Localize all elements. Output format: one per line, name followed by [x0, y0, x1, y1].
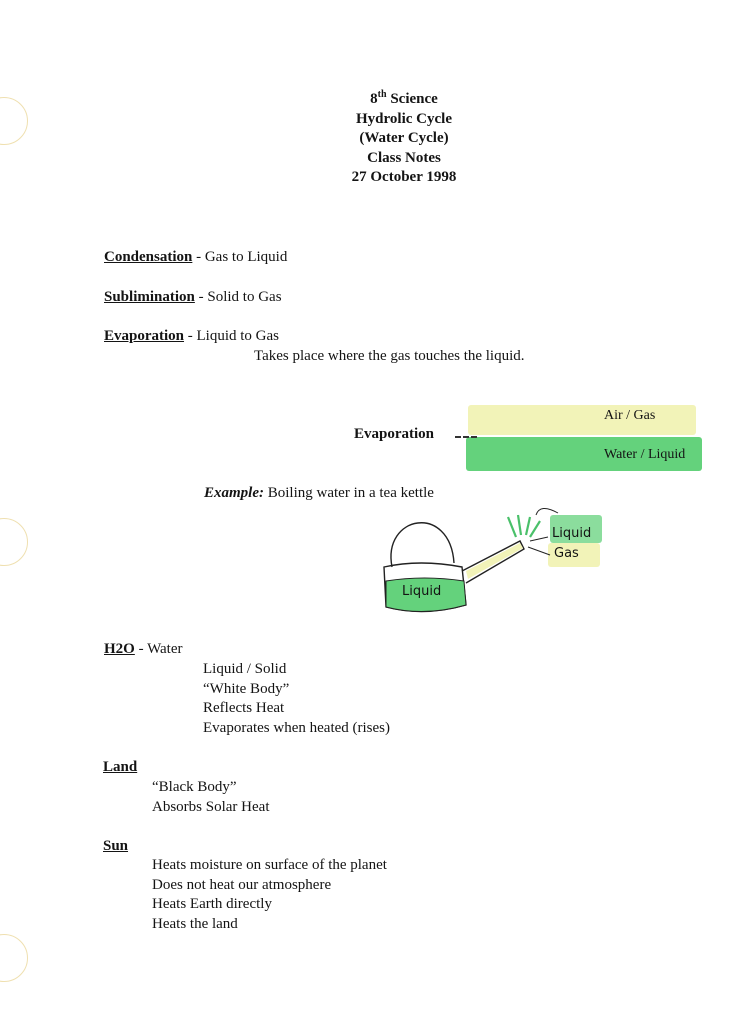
document-date: 27 October 1998	[351, 169, 457, 185]
gas-highlight	[548, 543, 600, 567]
h2o-list: Liquid / Solid “White Body” Reflects Hea…	[203, 660, 390, 738]
list-item: “Black Body”	[152, 779, 237, 795]
definition-evaporation: Evaporation - Liquid to Gas	[104, 328, 280, 344]
list-item: Liquid / Solid	[203, 661, 287, 677]
kettle-handle	[390, 522, 455, 568]
land-list: “Black Body” Absorbs Solar Heat	[152, 778, 269, 817]
document-title: Hydrolic Cycle	[356, 110, 452, 127]
list-item: Does not heat our atmosphere	[152, 876, 332, 893]
list-item: Heats Earth directly	[152, 896, 272, 912]
water-liquid-label: Water / Liquid	[604, 447, 686, 462]
liquid-highlight	[550, 515, 602, 543]
definition-sublimination: Sublimination - Solid to Gas	[104, 289, 282, 305]
list-item: “White Body”	[203, 680, 290, 697]
evaporation-note: Takes place where the gas touches the li…	[254, 348, 525, 364]
steam-stroke	[516, 514, 523, 536]
evaporation-dashes	[455, 436, 477, 438]
arrow-to-liquid	[529, 536, 549, 542]
steam-stroke	[506, 516, 518, 538]
sun-heading: Sun	[103, 838, 129, 854]
grade-line: 8th Science	[370, 89, 438, 108]
example-line: Example: Boiling water in a tea kettle	[204, 485, 434, 501]
punch-hole-bottom	[0, 934, 28, 982]
evaporation-label: Evaporation	[354, 426, 435, 442]
list-item: Reflects Heat	[203, 700, 285, 716]
list-item: Heats the land	[152, 915, 238, 932]
steam-stroke	[529, 520, 541, 538]
steam-gas-label: Gas	[554, 546, 579, 561]
spout-fill	[466, 543, 523, 579]
tea-kettle-drawing	[383, 508, 602, 613]
list-item: Evaporates when heated (rises)	[203, 719, 391, 736]
list-item: Heats moisture on surface of the planet	[152, 857, 387, 873]
land-heading: Land	[103, 759, 138, 775]
air-gas-label: Air / Gas	[604, 408, 656, 423]
list-item: Absorbs Solar Heat	[152, 798, 270, 815]
document-subtitle: (Water Cycle)	[359, 130, 449, 146]
punch-hole-top	[0, 97, 28, 145]
water-liquid-band	[466, 437, 702, 471]
arrow-curve	[535, 508, 559, 516]
kettle-liquid-label: Liquid	[402, 584, 442, 599]
kettle-liquid-fill	[385, 577, 467, 612]
air-gas-band	[468, 405, 696, 435]
steam-liquid-label: Liquid	[552, 526, 592, 541]
document-header: 8th Science Hydrolic Cycle (Water Cycle)…	[254, 90, 554, 188]
kettle-spout	[461, 540, 525, 584]
arrow-to-gas	[527, 546, 551, 556]
document-type: Class Notes	[367, 149, 441, 166]
punch-hole-middle	[0, 518, 28, 566]
h2o-heading: H2O - Water	[104, 641, 183, 657]
definition-condensation: Condensation - Gas to Liquid	[104, 249, 288, 265]
steam-stroke	[524, 516, 532, 536]
sun-list: Heats moisture on surface of the planet …	[152, 856, 387, 934]
